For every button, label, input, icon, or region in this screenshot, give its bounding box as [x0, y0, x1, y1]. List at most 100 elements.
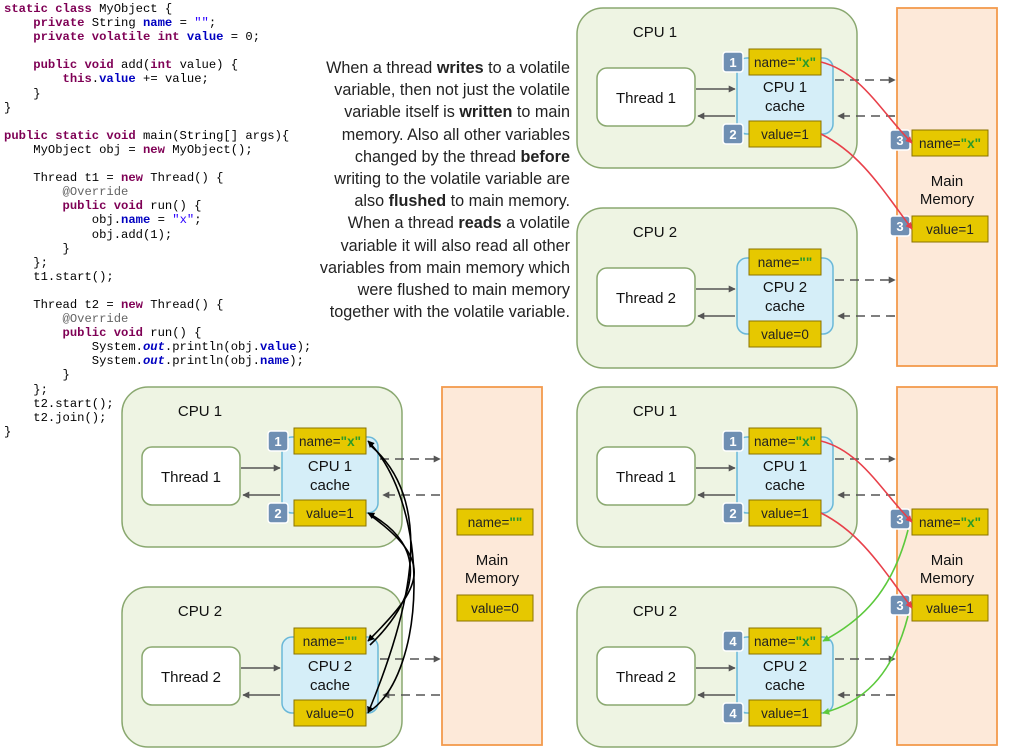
code-token: ); [296, 340, 312, 355]
memory-value-var [456, 594, 534, 622]
code-token: out [142, 354, 165, 369]
read-arrow [367, 514, 415, 642]
memory-name-var-label: name="x" [919, 136, 981, 151]
memory-title: Memory [465, 570, 520, 587]
cache-label: CPU 1 [308, 458, 352, 475]
code-line: System.out.println(obj.name); [4, 354, 304, 368]
code-token: this [62, 72, 92, 87]
code-line: } [4, 368, 70, 382]
code-token: = [172, 16, 195, 31]
cache-label: CPU 2 [763, 658, 807, 675]
description-text: writing to the volatile variable are [334, 170, 570, 189]
cache-value-var [293, 699, 367, 727]
read-name-arrow [822, 529, 909, 642]
code-line: System.out.println(obj.value); [4, 340, 311, 354]
cache-value-var-label: value=1 [761, 506, 809, 521]
memory-value-var [911, 215, 989, 243]
description-line: writing to the volatile variable are [284, 168, 570, 190]
cache-name-var [748, 627, 822, 655]
memory-title: Main [931, 173, 964, 190]
description-line: memory. Also all other variables [284, 124, 570, 146]
code-token: MyObject obj = [4, 142, 143, 157]
memory-name-var [911, 129, 989, 157]
code-token: Thread() { [142, 297, 224, 312]
code-token: private [33, 16, 85, 31]
code-token: .println(obj. [164, 354, 260, 369]
step-badge [267, 430, 289, 452]
description-text: together with the volatile variable. [329, 303, 570, 322]
description-line: together with the volatile variable. [284, 301, 570, 323]
code-token: public static void [4, 128, 136, 143]
code-line: }; [4, 383, 48, 397]
memory-name-var-label: name="x" [919, 515, 981, 530]
code-token: @Override [62, 312, 129, 327]
cache-value-var [293, 499, 367, 527]
description-line: variable itself is written to main [284, 101, 570, 123]
step-badge [267, 502, 289, 524]
code-token: . [91, 72, 100, 87]
thread-box [596, 267, 696, 327]
memory-name-var [911, 508, 989, 536]
cache-label: cache [310, 477, 350, 494]
code-line: public void add(int value) { [4, 58, 238, 72]
description-line: were flushed to main memory [284, 279, 570, 301]
cache-label: cache [765, 298, 805, 315]
description-line: changed by the thread before [284, 146, 570, 168]
step-badge-number: 3 [896, 512, 903, 527]
cache-name-var-label: name="x" [754, 634, 816, 649]
code-line: MyObject obj = new MyObject(); [4, 142, 252, 157]
code-line: @Override [4, 312, 129, 327]
code-token: out [142, 340, 165, 355]
code-token: System. [4, 340, 143, 355]
code-token: ; [194, 213, 202, 228]
code-token: Thread t1 = [4, 171, 122, 186]
memory-value-var-label: value=1 [926, 222, 974, 237]
code-token: } [4, 368, 70, 383]
cache-name-var-label: name="" [303, 634, 357, 649]
code-token: "" [194, 16, 209, 31]
memory-title: Memory [920, 191, 975, 208]
code-token: }; [4, 255, 48, 270]
code-line: t2.start(); [4, 397, 113, 411]
step-badge [722, 702, 744, 724]
cpu-title: CPU 1 [178, 403, 222, 420]
code-token: public void [62, 326, 143, 341]
code-token: += value; [135, 72, 209, 87]
thread-box [141, 646, 241, 706]
code-token: String [84, 16, 143, 31]
cache-value-var [748, 499, 822, 527]
emphasis-word: before [520, 147, 570, 166]
step-badge-number: 4 [729, 634, 737, 649]
code-token: t2.join(); [4, 410, 107, 425]
code-token: ; [208, 16, 217, 31]
emphasis-word: reads [458, 214, 502, 233]
flush-name-arrow [820, 440, 913, 523]
code-token: value [260, 340, 297, 355]
code-token: obj. [4, 213, 122, 228]
code-line: public static void main(String[] args){ [4, 129, 289, 143]
description-text: were flushed to main memory [357, 281, 570, 300]
description-line: variable it will also read all other [284, 235, 570, 257]
code-token: } [4, 241, 70, 256]
code-token: new [121, 297, 143, 312]
description-line: When a thread reads a volatile [284, 212, 570, 234]
description-line: variables from main memory which [284, 257, 570, 279]
code-token: @Override [62, 185, 129, 200]
thread-box [596, 67, 696, 127]
memory-value-var [911, 594, 989, 622]
thread-label: Thread 1 [161, 469, 221, 486]
emphasis-word: written [459, 103, 513, 122]
code-line: obj.add(1); [4, 228, 172, 242]
main-memory-box [896, 386, 998, 746]
read-arrow [367, 512, 412, 646]
step-badge-number: 4 [729, 706, 737, 721]
step-badge-number: 1 [274, 434, 281, 449]
cache-label: cache [765, 98, 805, 115]
code-line: t1.start(); [4, 270, 113, 284]
step-badge-number: 3 [896, 219, 903, 234]
code-token: int [150, 58, 173, 73]
emphasis-word: writes [436, 59, 484, 77]
description-line: When a thread writes to a volatile [284, 57, 570, 79]
cache-value-var-label: value=0 [761, 327, 809, 342]
